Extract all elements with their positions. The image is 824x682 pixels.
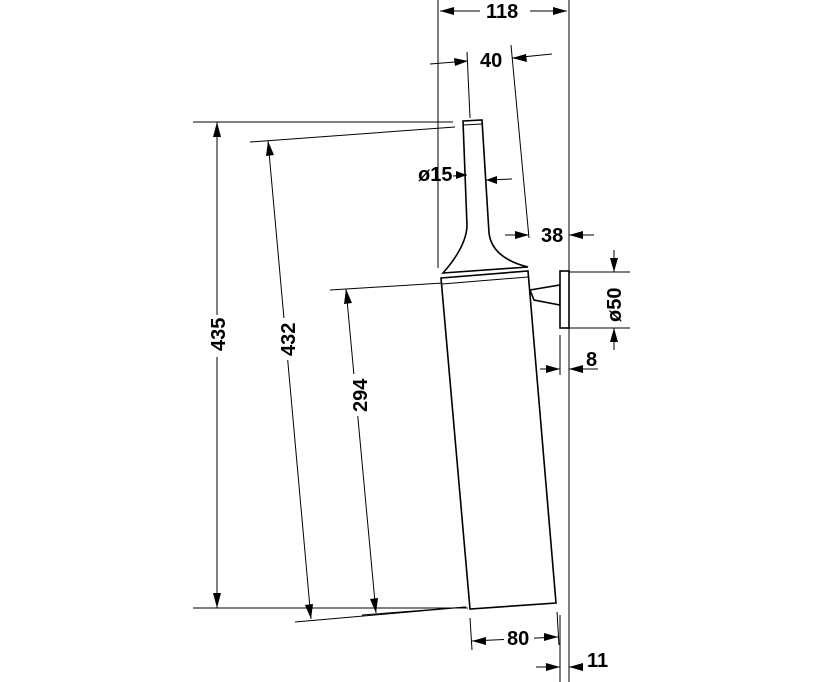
arrow-8-left bbox=[546, 365, 560, 373]
arrow-40-left bbox=[454, 58, 468, 66]
dim-label-d15: ø15 bbox=[418, 164, 452, 186]
dim-label-11: 11 bbox=[587, 650, 608, 672]
dim-label-432-bg bbox=[274, 318, 300, 360]
dim-label-40: 40 bbox=[480, 50, 502, 72]
extension-line-294-top bbox=[329, 282, 444, 291]
wall-bracket-arm bbox=[528, 284, 561, 306]
arrow-294-top bbox=[344, 289, 352, 304]
extension-line-294-bottom bbox=[361, 606, 467, 616]
dim-label-8: 8 bbox=[586, 349, 597, 371]
arrow-435-top bbox=[213, 122, 221, 137]
arrow-80-right bbox=[544, 633, 558, 641]
arrow-d50-bottom bbox=[610, 328, 618, 342]
extension-line-80-left bbox=[469, 617, 473, 651]
extension-line-432-top bbox=[249, 126, 456, 143]
dim-label-80-bg bbox=[504, 624, 534, 648]
arrow-118-right bbox=[553, 7, 567, 15]
arrow-118-left bbox=[440, 7, 454, 15]
dim-label-d50: ø50 bbox=[604, 288, 626, 322]
arrow-38-right bbox=[569, 231, 583, 239]
dim-label-294: 294 bbox=[350, 378, 372, 412]
arrow-294-bottom bbox=[370, 598, 378, 613]
arrow-80-left bbox=[472, 637, 486, 645]
wall-bracket-plate bbox=[559, 270, 570, 329]
arrow-d15-left bbox=[456, 171, 467, 179]
arrow-40-right bbox=[512, 54, 527, 62]
brush-handle bbox=[441, 119, 529, 274]
dim-line-432 bbox=[267, 140, 312, 620]
arrow-d50-top bbox=[610, 258, 618, 272]
brush-handle-top-edge bbox=[462, 123, 483, 126]
dim-label-435-bg bbox=[205, 315, 229, 357]
dim-line-294 bbox=[345, 288, 377, 614]
extension-line-40-left bbox=[466, 51, 471, 119]
container-rim bbox=[441, 276, 529, 285]
arrow-432-bottom bbox=[305, 604, 313, 619]
dim-label-435: 435 bbox=[208, 318, 230, 351]
dim-label-294-bg bbox=[345, 374, 371, 416]
arrow-435-bottom bbox=[213, 593, 221, 608]
arrow-11-right bbox=[569, 663, 583, 671]
arrow-432-top bbox=[266, 141, 274, 156]
arrow-d15-right bbox=[486, 176, 497, 184]
dim-label-432: 432 bbox=[278, 323, 300, 356]
arrow-8-right bbox=[569, 365, 583, 373]
brush-container bbox=[440, 270, 557, 610]
extension-line-40-right bbox=[510, 44, 530, 239]
dim-label-80: 80 bbox=[507, 628, 529, 650]
arrow-11-left bbox=[546, 663, 560, 671]
dim-label-118: 118 bbox=[486, 1, 518, 23]
arrow-38-left bbox=[515, 231, 529, 239]
dim-label-38: 38 bbox=[541, 225, 563, 247]
extension-line-80-right bbox=[556, 611, 560, 646]
